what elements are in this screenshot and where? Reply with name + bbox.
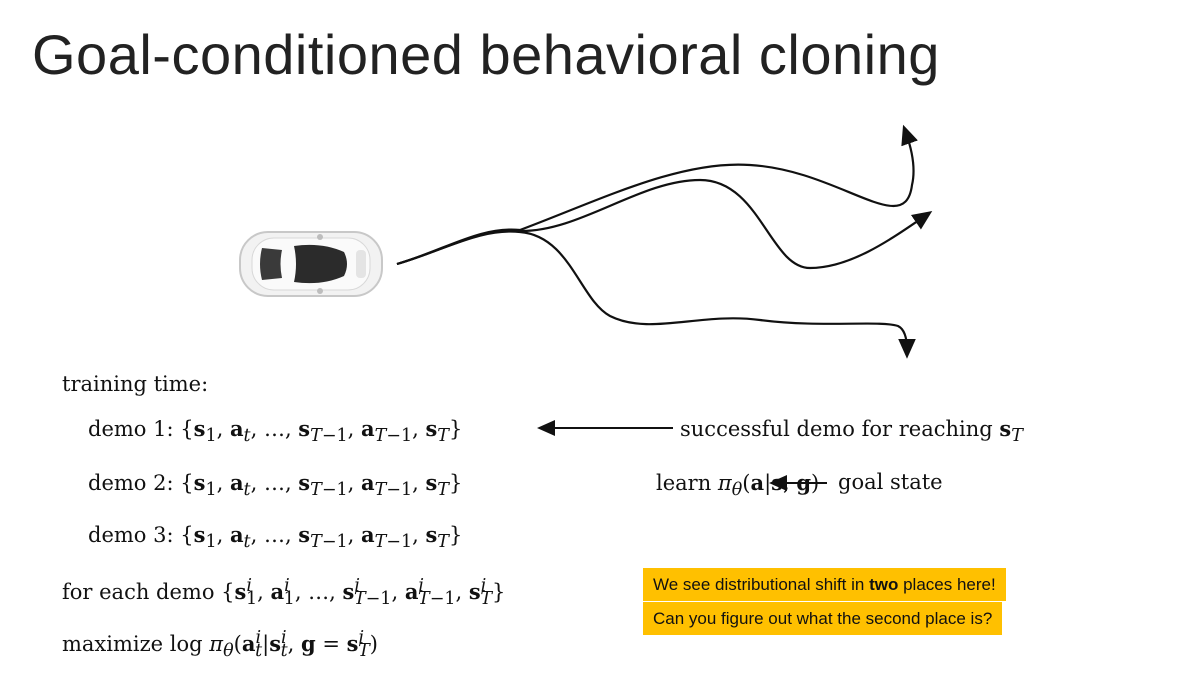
demo-line-3: demo 3: {s1, at, …, sT−1, aT−1, sT} — [88, 522, 462, 552]
demo-sequence: {s1, at, …, sT−1, aT−1, sT} — [180, 470, 463, 501]
demo-sequence: {s1, at, …, sT−1, aT−1, sT} — [180, 416, 463, 447]
demo-label: demo 1: — [88, 417, 174, 441]
car-top-view-icon — [239, 231, 383, 297]
callout-second-place: Can you figure out what the second place… — [643, 602, 1003, 635]
demo-sequence: {s1, at, …, sT−1, aT−1, sT} — [180, 522, 463, 553]
training-time-label: training time: — [62, 372, 209, 396]
demo-label: demo 2: — [88, 471, 174, 495]
demo-line-1: demo 1: {s1, at, …, sT−1, aT−1, sT} — [88, 416, 462, 446]
trajectory-2 — [396, 178, 933, 270]
success-annotation: successful demo for reaching sT — [680, 416, 1023, 447]
slide-title: Goal-conditioned behavioral cloning — [32, 23, 940, 86]
goal-state-annotation: goal state — [838, 470, 943, 494]
demo-line-2: demo 2: {s1, at, …, sT−1, aT−1, sT} — [88, 470, 462, 500]
learn-annotation: learn πθ(a|s, g) — [656, 470, 820, 501]
maximize-line: maximize log πθ(ait|sit, g = siT) — [62, 628, 378, 662]
trajectory-3 — [396, 230, 916, 359]
for-each-demo-line: for each demo {si1, ai1, …, siT−1, aiT−1… — [62, 576, 506, 610]
demo-label: demo 3: — [88, 523, 174, 547]
callout-distribution-shift: We see distributional shift in two place… — [643, 568, 1006, 601]
trajectory-1 — [396, 124, 918, 266]
